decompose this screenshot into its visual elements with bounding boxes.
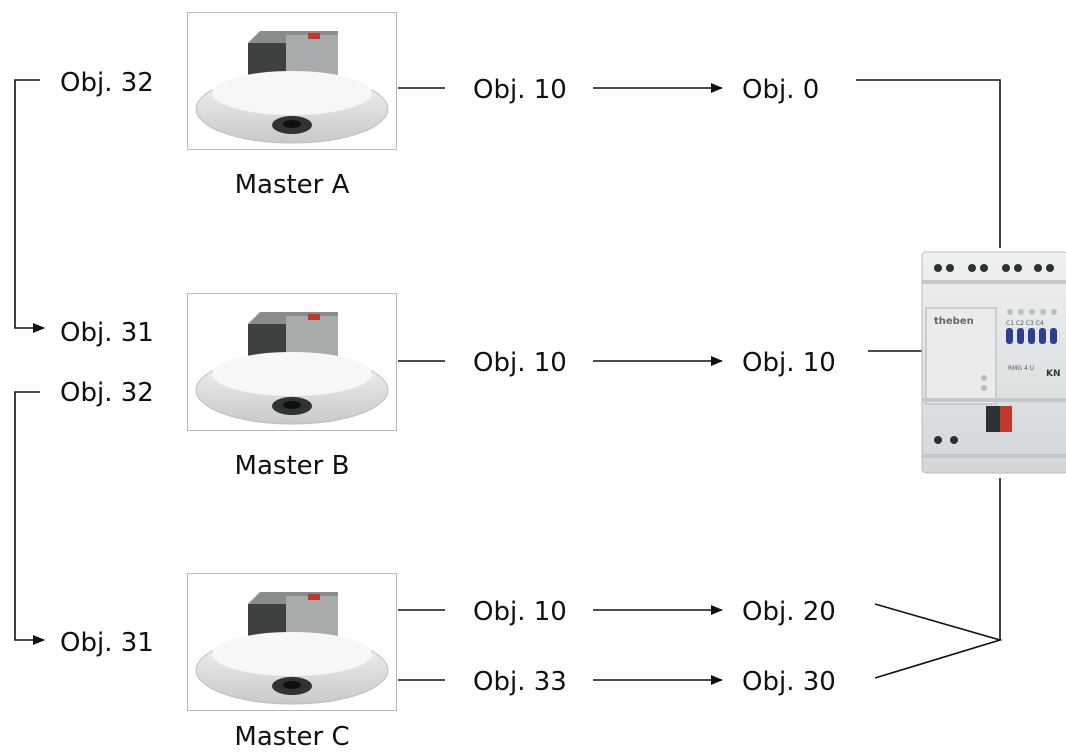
svg-text:C1 C2 C3 C4: C1 C2 C3 C4 xyxy=(1006,320,1044,327)
master-a-link-out-label: Obj. 32 xyxy=(60,68,154,98)
master-a-output-label: Obj. 10 xyxy=(473,75,567,105)
presence-detector-icon xyxy=(195,31,389,144)
master-c-sensor-image xyxy=(187,573,397,711)
master-c-output-label-1: Obj. 10 xyxy=(473,597,567,627)
master-b-sensor-image xyxy=(187,293,397,431)
master-c-link-in-label: Obj. 31 xyxy=(60,628,154,658)
master-c-output-label-2: Obj. 33 xyxy=(473,667,567,697)
actuator-input-a-label: Obj. 0 xyxy=(742,75,820,105)
presence-detector-icon xyxy=(195,312,389,425)
master-c-caption: Master C xyxy=(234,722,350,752)
master-b-link-in-label: Obj. 31 xyxy=(60,318,154,348)
brand-text: theben xyxy=(934,316,974,327)
link-b-to-c xyxy=(14,391,45,645)
presence-detector-icon xyxy=(195,592,389,705)
model-text: RMG 4 U xyxy=(1008,365,1034,372)
master-b-link-out-label: Obj. 32 xyxy=(60,378,154,408)
master-b-output-label: Obj. 10 xyxy=(473,348,567,378)
actuator-input-b-label: Obj. 10 xyxy=(742,348,836,378)
din-rail-actuator-icon: theben C1 C2 C3 C4 RMG 4 U KN xyxy=(921,251,1066,474)
master-a-caption: Master A xyxy=(234,170,350,200)
knx-mark: KN xyxy=(1046,369,1061,379)
actuator-in-c-lines xyxy=(874,603,1003,679)
master-a-sensor-image xyxy=(187,12,397,150)
link-a-to-b xyxy=(14,79,45,333)
knx-actuator-device: theben C1 C2 C3 C4 RMG 4 U KN xyxy=(920,250,1066,475)
master-b-caption: Master B xyxy=(234,451,350,481)
actuator-input-c2-label: Obj. 30 xyxy=(742,667,836,697)
actuator-input-c1-label: Obj. 20 xyxy=(742,597,836,627)
actuator-in-a-line xyxy=(856,79,1001,248)
